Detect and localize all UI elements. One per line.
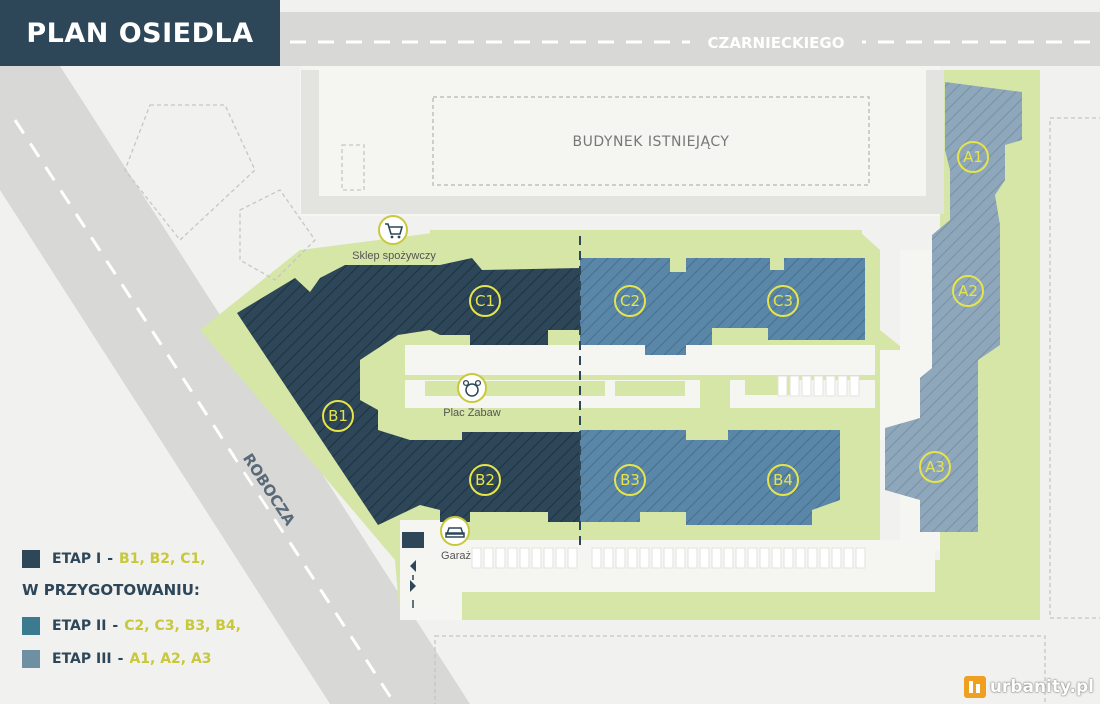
playground-label: Plac Zabaw bbox=[443, 407, 501, 419]
existing-building bbox=[432, 96, 870, 186]
legend-stage1-name: ETAP I bbox=[52, 551, 102, 567]
urbanity-logo-icon bbox=[963, 676, 986, 698]
legend-swatch-stage3 bbox=[22, 650, 40, 668]
street-label-czarnieckiego: CZARNIECKIEGO bbox=[708, 34, 845, 52]
neighbour-building-outline bbox=[434, 635, 1046, 704]
legend-stage3-items: A1, A2, A3 bbox=[129, 651, 212, 667]
legend-swatch-stage2 bbox=[22, 617, 40, 635]
road-west bbox=[0, 66, 470, 704]
garage-access-arrows bbox=[410, 560, 416, 608]
car-icon bbox=[440, 516, 470, 546]
watermark-text: urbanity.pl bbox=[989, 677, 1094, 697]
legend-stage1: ETAP I - B1, B2, C1, bbox=[22, 548, 241, 570]
garage-label: Garaż bbox=[441, 550, 471, 562]
building-stage3-block bbox=[885, 82, 1022, 532]
page-title: PLAN OSIEDLA bbox=[26, 17, 254, 49]
legend-heading-preparation: W PRZYGOTOWANIU: bbox=[22, 581, 200, 599]
legend-stage2: ETAP II - C2, C3, B3, B4, bbox=[22, 615, 241, 637]
building-label-b1: B1 bbox=[328, 407, 348, 425]
building-label-c2: C2 bbox=[620, 292, 640, 310]
building-stage2-block bbox=[580, 430, 840, 525]
neighbour-building-outline bbox=[124, 104, 256, 241]
building-label-a3: A3 bbox=[925, 458, 945, 476]
neighbour-building-outline bbox=[1049, 117, 1100, 619]
legend: ETAP I - B1, B2, C1, W PRZYGOTOWANIU: ET… bbox=[22, 548, 241, 681]
building-label-b3: B3 bbox=[620, 471, 640, 489]
shopping-cart-icon bbox=[378, 215, 408, 245]
legend-swatch-stage1 bbox=[22, 550, 40, 568]
shop-label: Sklep spożywczy bbox=[352, 250, 436, 262]
playground-teddy-icon bbox=[457, 373, 487, 403]
building-stage2-block bbox=[580, 258, 865, 355]
garage-entrance bbox=[402, 532, 424, 548]
parking-bays-east bbox=[777, 375, 860, 397]
legend-stage3: ETAP III - A1, A2, A3 bbox=[22, 648, 241, 670]
legend-stage3-name: ETAP III bbox=[52, 651, 112, 667]
neighbour-building-outline bbox=[341, 144, 365, 191]
building-stage1-block bbox=[237, 258, 580, 525]
building-label-b4: B4 bbox=[773, 471, 793, 489]
existing-building-label: BUDYNEK ISTNIEJĄCY bbox=[573, 134, 730, 150]
building-label-b2: B2 bbox=[475, 471, 495, 489]
parking-lot-north bbox=[300, 66, 940, 216]
title-banner: PLAN OSIEDLA bbox=[0, 0, 280, 66]
building-label-c3: C3 bbox=[773, 292, 793, 310]
legend-stage1-items: B1, B2, C1, bbox=[119, 551, 206, 567]
parking-bays-south bbox=[471, 547, 866, 569]
road-west-lane-marking bbox=[13, 119, 397, 704]
building-labels bbox=[322, 141, 989, 496]
legend-stage2-name: ETAP II bbox=[52, 618, 107, 634]
watermark: urbanity.pl bbox=[963, 676, 1094, 698]
building-label-a2: A2 bbox=[958, 282, 978, 300]
legend-stage2-items: C2, C3, B3, B4, bbox=[124, 618, 241, 634]
building-label-c1: C1 bbox=[475, 292, 495, 310]
building-label-a1: A1 bbox=[963, 148, 983, 166]
neighbour-building-outline bbox=[239, 189, 316, 281]
